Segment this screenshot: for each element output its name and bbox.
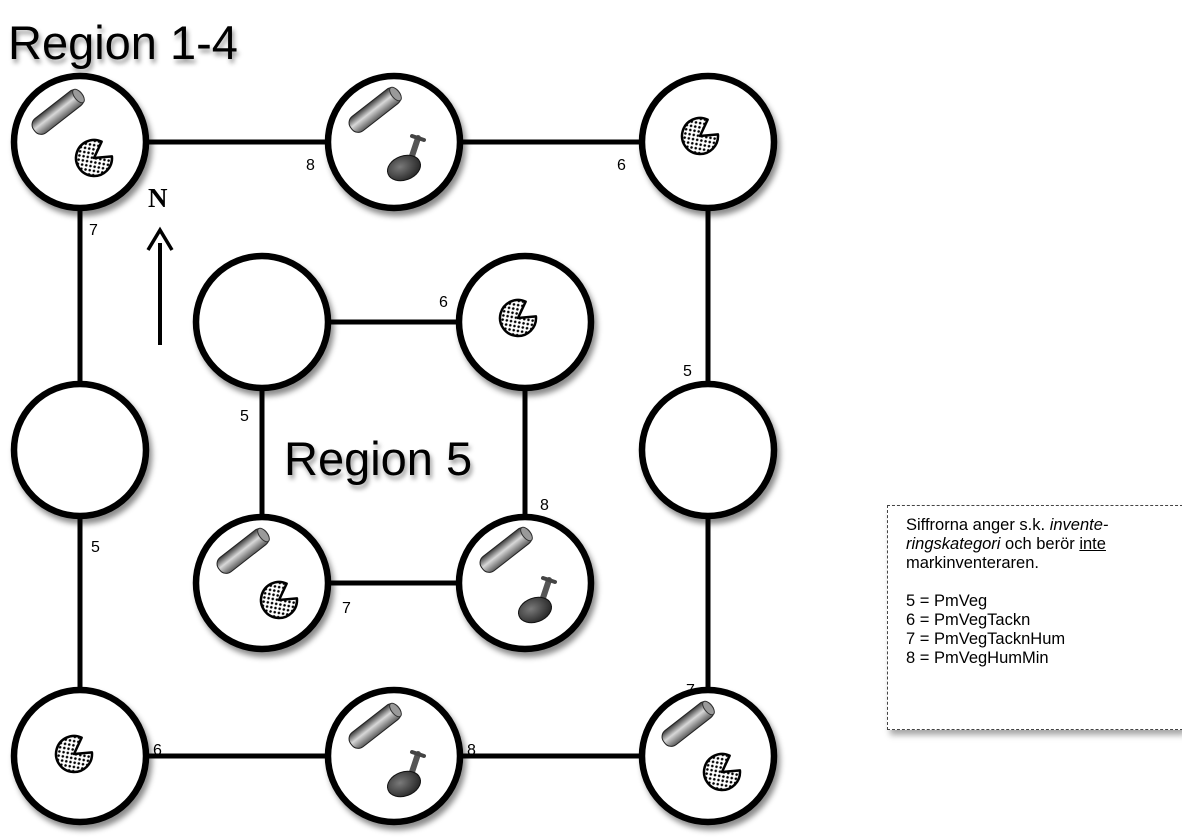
legend-item: 5 = PmVeg	[906, 592, 988, 610]
legend-list: 5 = PmVeg 6 = PmVegTackn 7 = PmVegTacknH…	[906, 592, 1175, 668]
legend-text-middle: och berör	[1000, 535, 1080, 553]
plot-outer-top-left	[10, 72, 150, 212]
legend-description: Siffrorna anger s.k. invente-ringskatego…	[906, 516, 1175, 573]
edge-number-outer-top-left: 8	[306, 157, 315, 174]
edge-number-inner-right: 8	[540, 497, 549, 514]
legend-text-underline: inte	[1079, 535, 1106, 553]
plots	[10, 72, 778, 826]
plot-outer-middle-right	[638, 380, 778, 520]
plot-inner-top-right	[455, 252, 595, 392]
edge-number-inner-bottom: 7	[342, 600, 351, 617]
north-label: N	[148, 183, 168, 213]
legend-text-italic: invente-ringskategori	[906, 516, 1109, 553]
legend-item: 8 = PmVegHumMin	[906, 649, 1049, 667]
legend-box: Siffrorna anger s.k. invente-ringskatego…	[887, 505, 1182, 730]
region-title-inner: Region 5	[284, 432, 472, 485]
plot-outer-bottom-left	[10, 686, 150, 826]
plot-outer-middle-left	[10, 380, 150, 520]
edge-number-outer-top-right: 6	[617, 157, 626, 174]
north-arrow: N	[146, 183, 174, 345]
edge-number-inner-left: 5	[240, 408, 249, 425]
legend-item: 6 = PmVegTackn	[906, 611, 1031, 629]
edge-number-outer-bottom-left: 6	[153, 742, 162, 759]
north-arrow-head	[146, 226, 174, 251]
edge-number-outer-left-top: 7	[89, 222, 98, 239]
plot-outer-bottom-middle	[324, 686, 464, 826]
plot-outer-bottom-right	[638, 686, 778, 826]
plot-inner-top-left	[192, 252, 332, 392]
plot-inner-bottom-right	[455, 513, 595, 653]
edge-number-outer-right-top: 5	[683, 363, 692, 380]
legend-text-after: markinventeraren.	[906, 554, 1039, 572]
edge-number-outer-right-bottom: 7	[686, 682, 695, 699]
region-title-outer: Region 1-4	[8, 16, 238, 69]
legend-item: 7 = PmVegTacknHum	[906, 630, 1066, 648]
edge-number-outer-bottom-right: 8	[467, 742, 476, 759]
plot-outer-top-right	[638, 72, 778, 212]
edge-number-inner-top: 6	[439, 294, 448, 311]
plot-inner-bottom-left	[192, 513, 332, 653]
edge-number-outer-left-bottom: 5	[91, 539, 100, 556]
legend-text-before: Siffrorna anger s.k.	[906, 516, 1050, 534]
plot-outer-top-middle	[324, 72, 464, 212]
edge-number-labels: 8 6 7 5 5 7 6 8 6 5 8 7	[89, 157, 695, 759]
